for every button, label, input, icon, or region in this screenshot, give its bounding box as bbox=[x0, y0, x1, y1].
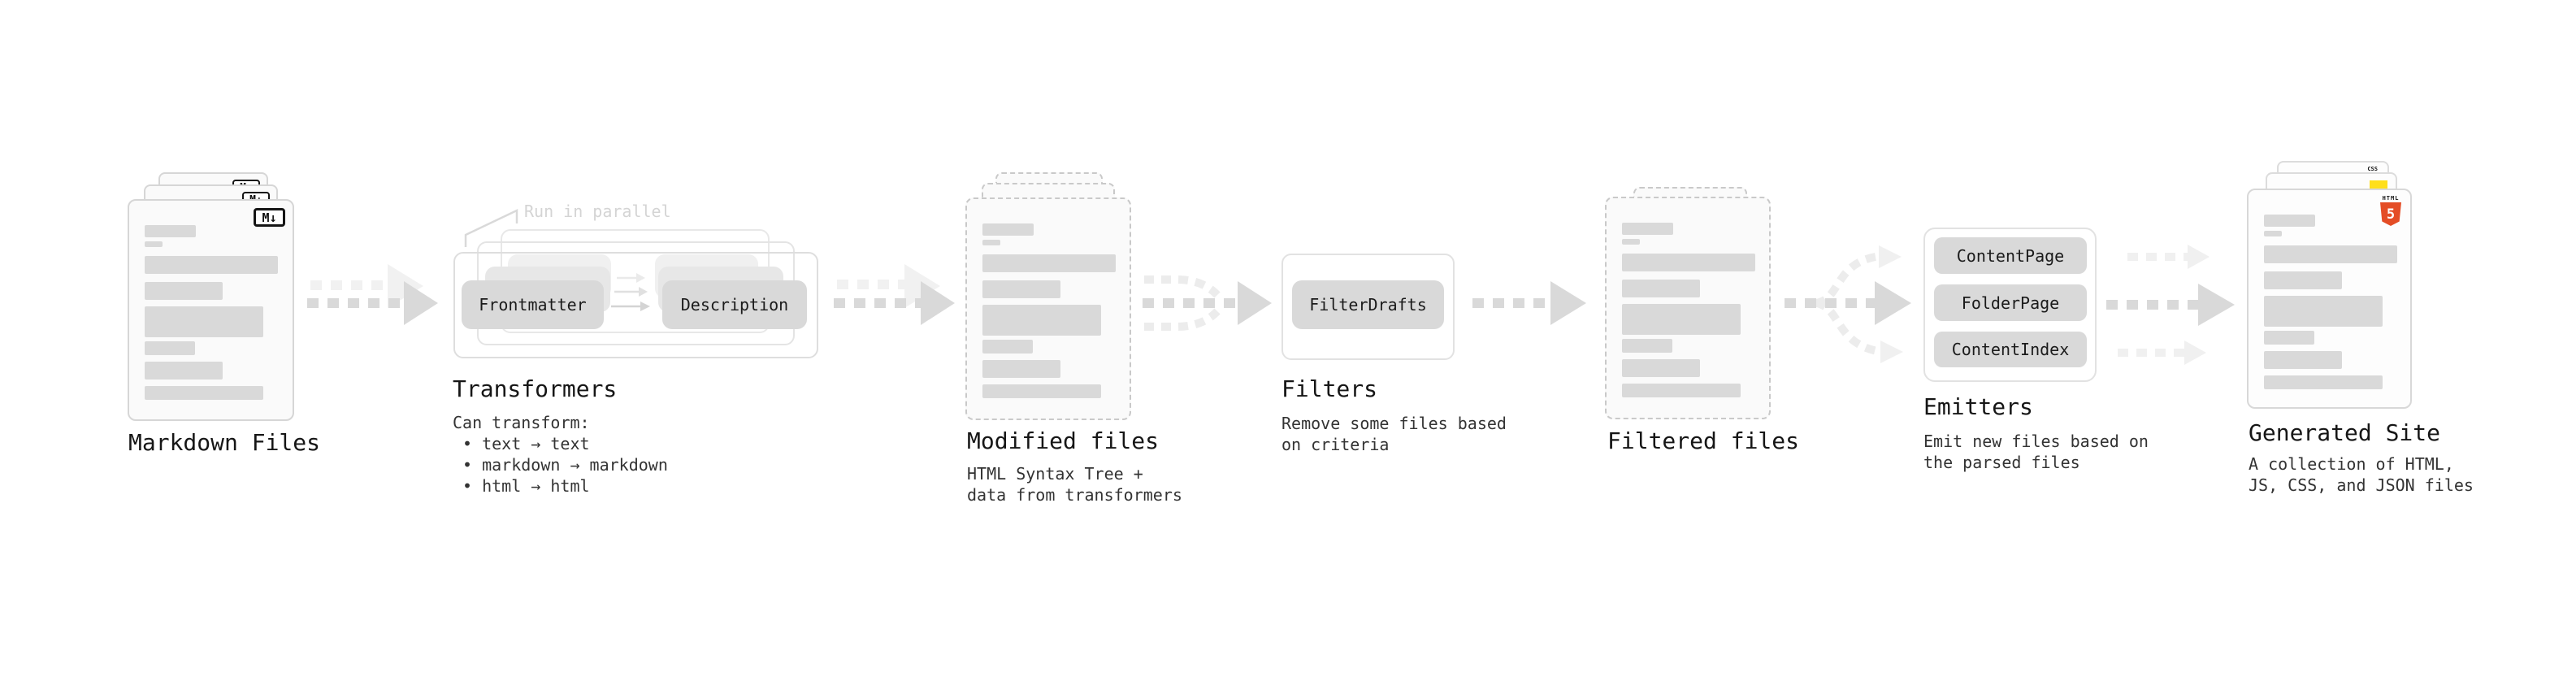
markdown-icon: M↓ bbox=[254, 208, 285, 227]
skeleton-line bbox=[1622, 359, 1700, 377]
skeleton-line bbox=[982, 240, 1000, 245]
javascript-icon bbox=[2370, 180, 2387, 190]
filterdrafts-pill: FilterDrafts bbox=[1292, 280, 1444, 329]
skeleton-line bbox=[145, 306, 263, 337]
arrow-emitters-to-generated-top bbox=[2127, 245, 2210, 269]
skeleton-line bbox=[982, 254, 1116, 272]
emitters-note: Emit new files based on the parsed files bbox=[1923, 432, 2149, 472]
modified-files-label: Modified files bbox=[967, 427, 1160, 454]
skeleton-line bbox=[982, 384, 1101, 398]
skeleton-line bbox=[2264, 296, 2383, 327]
skeleton-line bbox=[145, 341, 195, 355]
document-skeleton bbox=[2264, 215, 2397, 389]
arrow-filtered-to-emitters-fork bbox=[1785, 245, 1911, 363]
filtered-files-label: Filtered files bbox=[1607, 427, 1800, 454]
skeleton-line bbox=[145, 225, 196, 237]
filters-note: Remove some files based on criteria bbox=[1281, 414, 1507, 454]
skeleton-line bbox=[2264, 375, 2383, 389]
arrow-filters-to-filtered bbox=[1472, 281, 1586, 325]
skeleton-line bbox=[1622, 304, 1741, 335]
skeleton-line bbox=[1622, 339, 1672, 353]
emitters-label: Emitters bbox=[1923, 393, 2033, 420]
skeleton-line bbox=[2264, 231, 2282, 236]
arrow-emitters-to-generated-bottom bbox=[2118, 340, 2206, 365]
html5-icon-word: HTML bbox=[2382, 195, 2400, 202]
frontmatter-pill: Frontmatter bbox=[462, 280, 604, 329]
arrow-transformers-to-modified bbox=[834, 281, 955, 325]
html5-icon-shield: 5 bbox=[2380, 202, 2401, 226]
filters-label: Filters bbox=[1281, 375, 1378, 402]
skeleton-line bbox=[2264, 245, 2397, 263]
skeleton-line bbox=[2264, 351, 2342, 369]
arrow-emitters-to-generated-middle bbox=[2106, 284, 2235, 326]
skeleton-line bbox=[1622, 254, 1755, 271]
document-skeleton bbox=[982, 223, 1116, 398]
skeleton-line bbox=[145, 362, 223, 380]
skeleton-line bbox=[145, 282, 223, 300]
contentpage-pill: ContentPage bbox=[1934, 237, 2087, 274]
skeleton-line bbox=[145, 241, 163, 247]
filtered-file-card-front bbox=[1605, 197, 1771, 419]
transformers-note-title: Can transform: bbox=[453, 413, 590, 432]
document-skeleton bbox=[1622, 223, 1755, 397]
folderpage-pill: FolderPage bbox=[1934, 284, 2087, 321]
arrow-markdown-to-transformers-ghost bbox=[310, 264, 423, 308]
markdown-files-label: Markdown Files bbox=[128, 429, 321, 456]
skeleton-line bbox=[2264, 271, 2342, 289]
bullet-item: • html → html bbox=[462, 476, 590, 496]
skeleton-line bbox=[982, 340, 1033, 354]
skeleton-line bbox=[1622, 223, 1673, 235]
skeleton-line bbox=[982, 280, 1060, 298]
transformers-label: Transformers bbox=[453, 375, 618, 402]
document-skeleton bbox=[145, 225, 278, 400]
generated-site-note: A collection of HTML, JS, CSS, and JSON … bbox=[2249, 454, 2474, 495]
transformer-box-front bbox=[453, 252, 818, 358]
modified-file-card-front bbox=[965, 197, 1131, 420]
contentindex-pill: ContentIndex bbox=[1934, 332, 2087, 367]
arrow-markdown-to-transformers bbox=[307, 281, 438, 325]
skeleton-line bbox=[982, 223, 1034, 236]
skeleton-line bbox=[1622, 239, 1640, 245]
description-pill: Description bbox=[662, 280, 807, 329]
markdown-file-card-front: M↓ bbox=[128, 199, 294, 421]
modified-files-note: HTML Syntax Tree + data from transformer… bbox=[967, 464, 1182, 505]
skeleton-line bbox=[1622, 280, 1700, 297]
arrow-transformers-to-modified-ghost bbox=[837, 264, 940, 308]
generated-site-label: Generated Site bbox=[2249, 419, 2441, 446]
skeleton-line bbox=[145, 256, 278, 274]
skeleton-line bbox=[982, 305, 1101, 336]
arrow-modified-to-filters-merge bbox=[1143, 275, 1272, 331]
generated-file-card-front: HTML 5 bbox=[2247, 189, 2412, 409]
transformers-bullet-list: • text → text • markdown → markdown • ht… bbox=[453, 433, 668, 497]
skeleton-line bbox=[145, 386, 263, 400]
skeleton-line bbox=[1622, 384, 1741, 397]
skeleton-line bbox=[982, 360, 1060, 378]
bullet-item: • text → text bbox=[462, 434, 590, 453]
bullet-item: • markdown → markdown bbox=[462, 455, 668, 475]
skeleton-line bbox=[2264, 331, 2314, 345]
run-in-parallel-annotation: Run in parallel bbox=[524, 202, 671, 221]
skeleton-line bbox=[2264, 215, 2315, 227]
html5-icon: HTML 5 bbox=[2379, 195, 2402, 226]
